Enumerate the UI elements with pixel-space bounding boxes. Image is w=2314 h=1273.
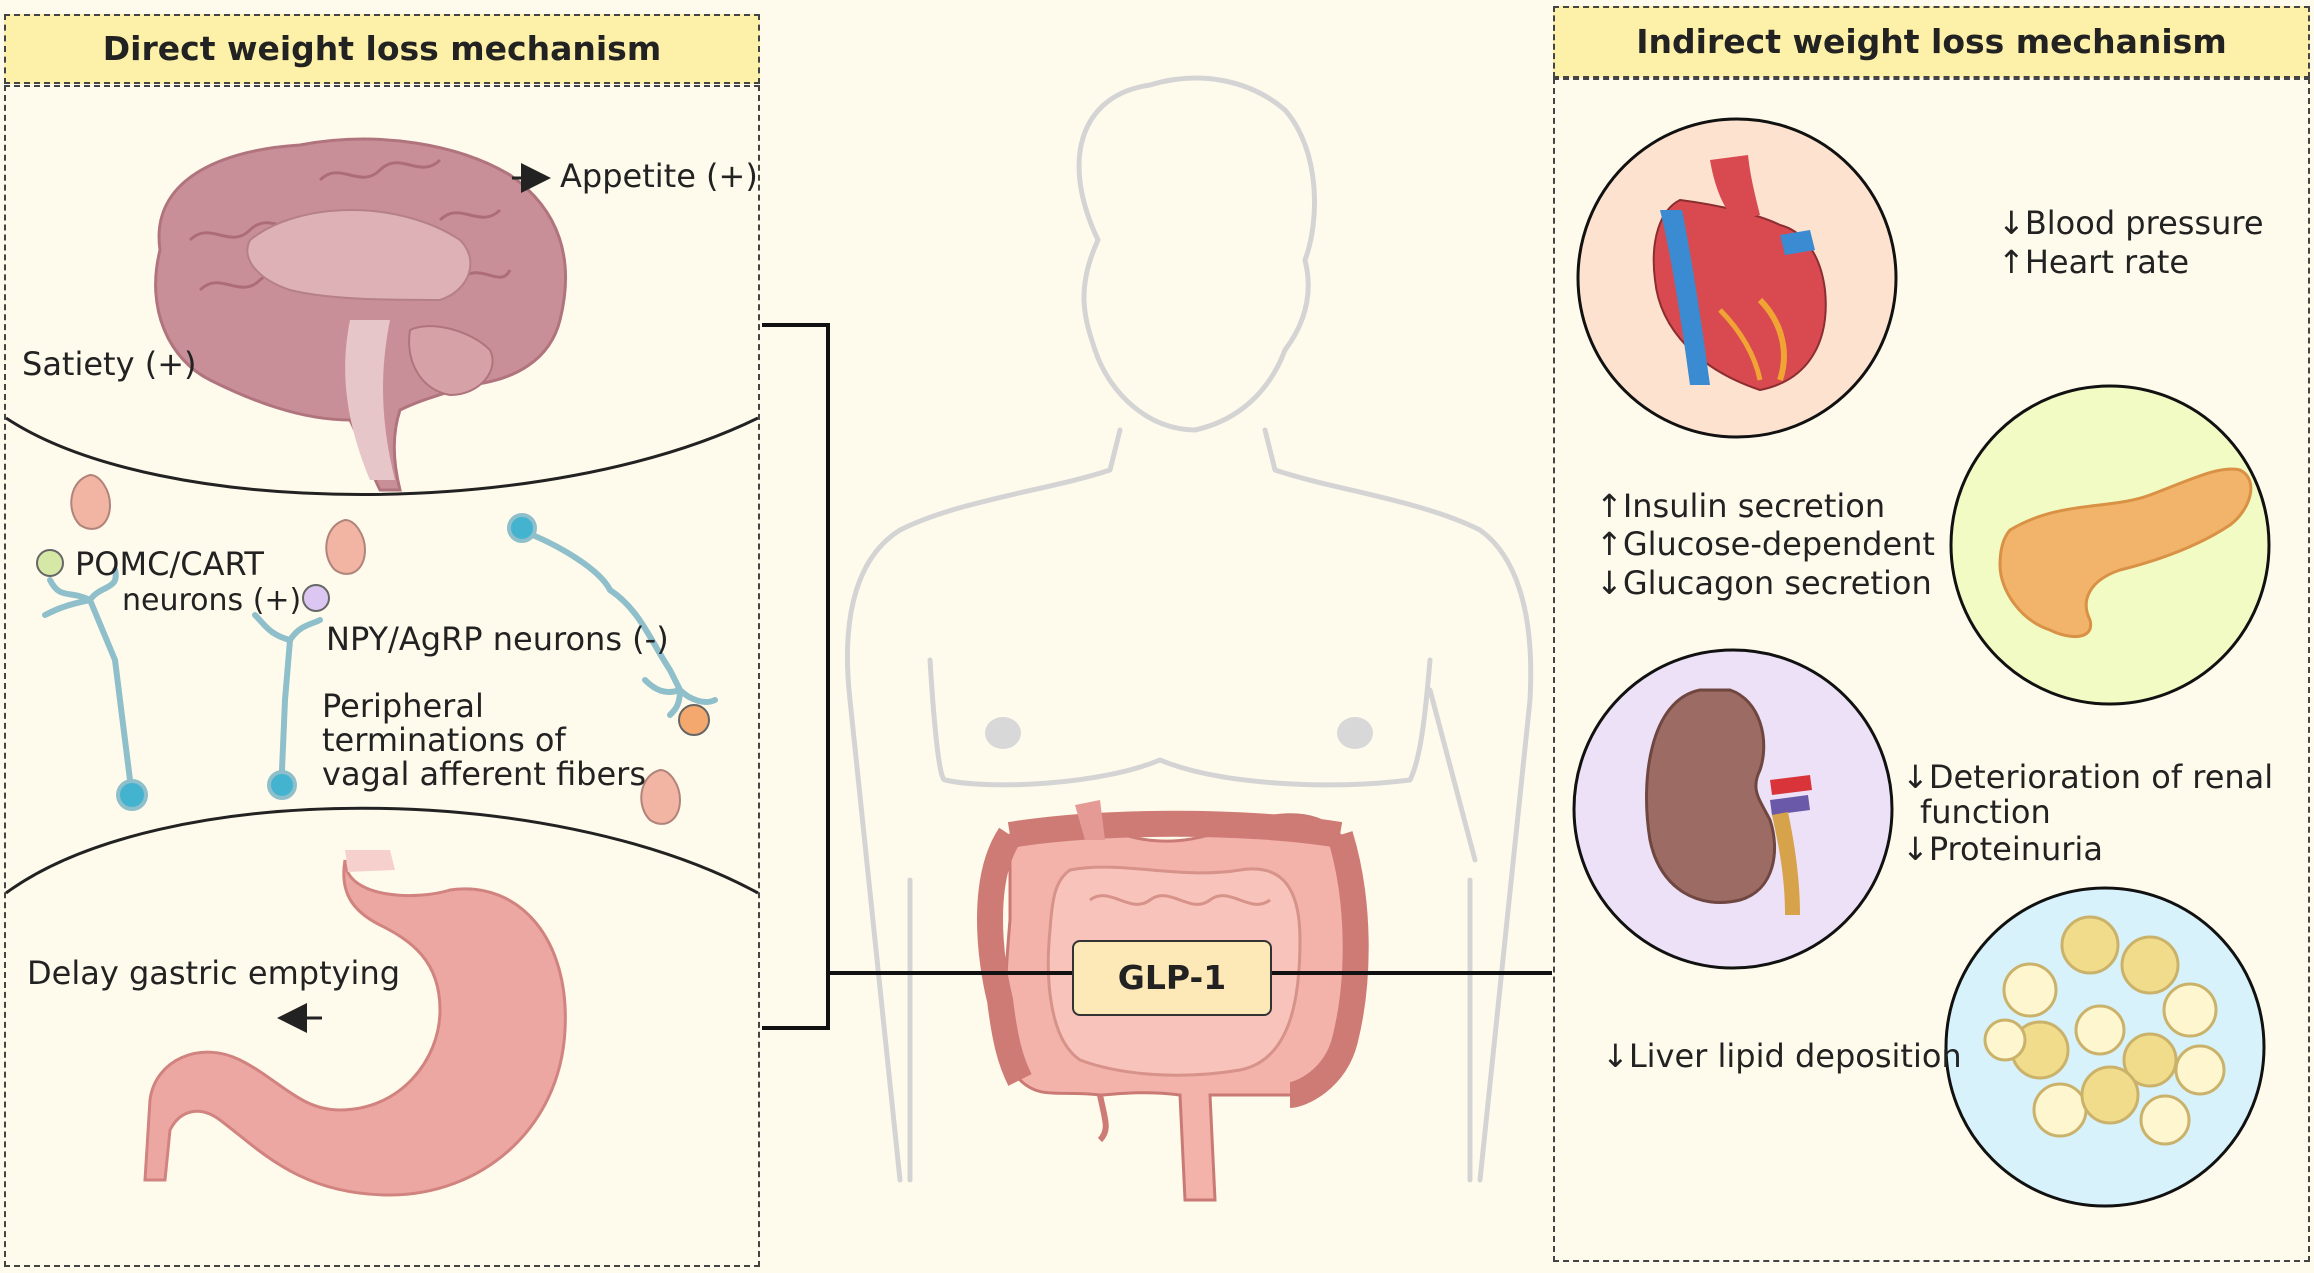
- brain: [154, 137, 567, 492]
- npy-label: NPY/AgRP neurons (-): [326, 620, 669, 658]
- pancreas-effect-line2: ↑Glucose-dependent: [1596, 525, 1935, 563]
- direct-mechanism-panel: [4, 85, 760, 1267]
- indirect-mechanism-header: Indirect weight loss mechanism: [1553, 6, 2310, 78]
- brain-section-separator: [5, 416, 759, 496]
- peripheral-label-line1: Peripheral: [322, 687, 484, 725]
- kidney: [1645, 688, 1812, 915]
- pancreas-effect-line3: ↓Glucagon secretion: [1596, 564, 1932, 602]
- peripheral-label-line3: vagal afferent fibers: [322, 755, 646, 793]
- kidney-effect-line1: ↓Deterioration of renal: [1902, 758, 2274, 796]
- pomc-label-line1: POMC/CART: [75, 545, 264, 583]
- appetite-label: Appetite (+): [560, 157, 758, 195]
- indirect-mechanism-panel: [1553, 78, 2310, 1262]
- satiety-label: Satiety (+): [22, 345, 197, 383]
- heart-effect-line1: ↓Blood pressure: [1998, 204, 2264, 242]
- right-nipple: [1337, 717, 1373, 749]
- pancreas-effect-line1: ↑Insulin secretion: [1596, 487, 1886, 525]
- liver-effect-label: ↓Liver lipid deposition: [1602, 1037, 1962, 1075]
- stomach: [143, 850, 567, 1197]
- neuron-somas: [36, 473, 710, 825]
- glp1-box: GLP-1: [1072, 940, 1272, 1016]
- human-body-outline: [845, 75, 1534, 1183]
- kidney-effect-line2: function: [1920, 793, 2051, 831]
- pomc-label-line2: neurons (+): [122, 583, 302, 618]
- lipid-cells: [1983, 915, 2226, 1146]
- connector-lines: [762, 323, 1552, 1030]
- kidney-effect-line3: ↓Proteinuria: [1902, 830, 2103, 868]
- left-nipple: [985, 717, 1021, 749]
- gastric-label: Delay gastric emptying: [27, 954, 401, 992]
- pancreas: [1998, 467, 2253, 639]
- peripheral-label-line2: terminations of: [322, 721, 566, 759]
- heart-effect-line2: ↑Heart rate: [1998, 243, 2190, 281]
- stomach-section-separator: [5, 806, 759, 895]
- neurons: [42, 527, 718, 783]
- heart: [1652, 155, 1827, 392]
- direct-mechanism-header: Direct weight loss mechanism: [4, 14, 760, 84]
